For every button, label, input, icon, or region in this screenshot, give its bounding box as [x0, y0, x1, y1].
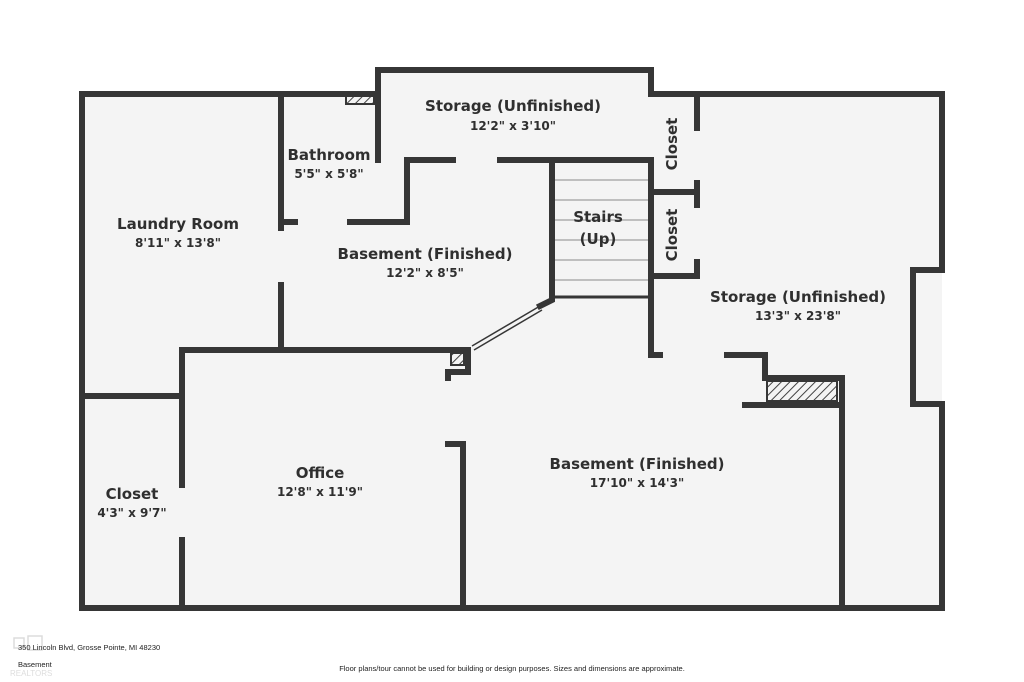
hatched-chimney [766, 380, 838, 402]
room-dims-basement-main: 17'10" x 14'3" [590, 476, 684, 490]
footer-floor-label: Basement [18, 660, 52, 669]
footer-address: 350 Lincoln Blvd, Grosse Pointe, MI 4823… [18, 643, 161, 652]
stairs-right-wall [648, 157, 663, 358]
closet-right-wall-4 [648, 259, 700, 279]
bathroom-wall-2 [347, 157, 456, 225]
svg-text:REALTORS: REALTORS [10, 669, 52, 678]
office-top-wall [179, 347, 471, 375]
room-name-bathroom: Bathroom [287, 146, 370, 164]
room-name-office: Office [296, 464, 345, 482]
room-name-storage-right: Storage (Unfinished) [710, 288, 886, 306]
room-dims-closet-left: 4'3" x 9'7" [97, 506, 166, 520]
room-dims-basement-top: 12'2" x 8'5" [386, 266, 464, 280]
closet-right-wall [648, 91, 700, 131]
room-name-laundry: Laundry Room [117, 215, 239, 233]
room-dims-laundry: 8'11" x 13'8" [135, 236, 221, 250]
storage-right-wall [724, 352, 845, 611]
office-right-wall-2 [445, 441, 466, 611]
stairs-wall [535, 157, 555, 311]
room-dims-bathroom: 5'5" x 5'8" [294, 167, 363, 181]
room-name-stairs-up: (Up) [580, 230, 617, 248]
room-name-basement-top: Basement (Finished) [338, 245, 513, 263]
hatched-post [450, 352, 465, 366]
stairs-treads [555, 179, 648, 281]
room-name-basement-main: Basement (Finished) [550, 455, 725, 473]
realtor-logo-watermark: REALTORS [10, 635, 52, 678]
room-name-closet-right-1: Closet [663, 118, 681, 171]
walls [79, 67, 945, 611]
room-dims-office: 12'8" x 11'9" [277, 485, 363, 499]
room-name-storage-top: Storage (Unfinished) [425, 97, 601, 115]
exterior-wall [79, 67, 945, 611]
room-dims-storage-top: 12'2" x 3'10" [470, 119, 556, 133]
footer-disclaimer: Floor plans/tour cannot be used for buil… [339, 664, 685, 673]
floor-fill [82, 70, 942, 608]
room-name-closet-left: Closet [106, 485, 159, 503]
room-dims-storage-right: 13'3" x 23'8" [755, 309, 841, 323]
room-name-stairs: Stairs [573, 208, 623, 226]
room-name-closet-right-2: Closet [663, 209, 681, 262]
diagonal-door [471, 305, 541, 347]
hatched-vent [345, 95, 375, 105]
